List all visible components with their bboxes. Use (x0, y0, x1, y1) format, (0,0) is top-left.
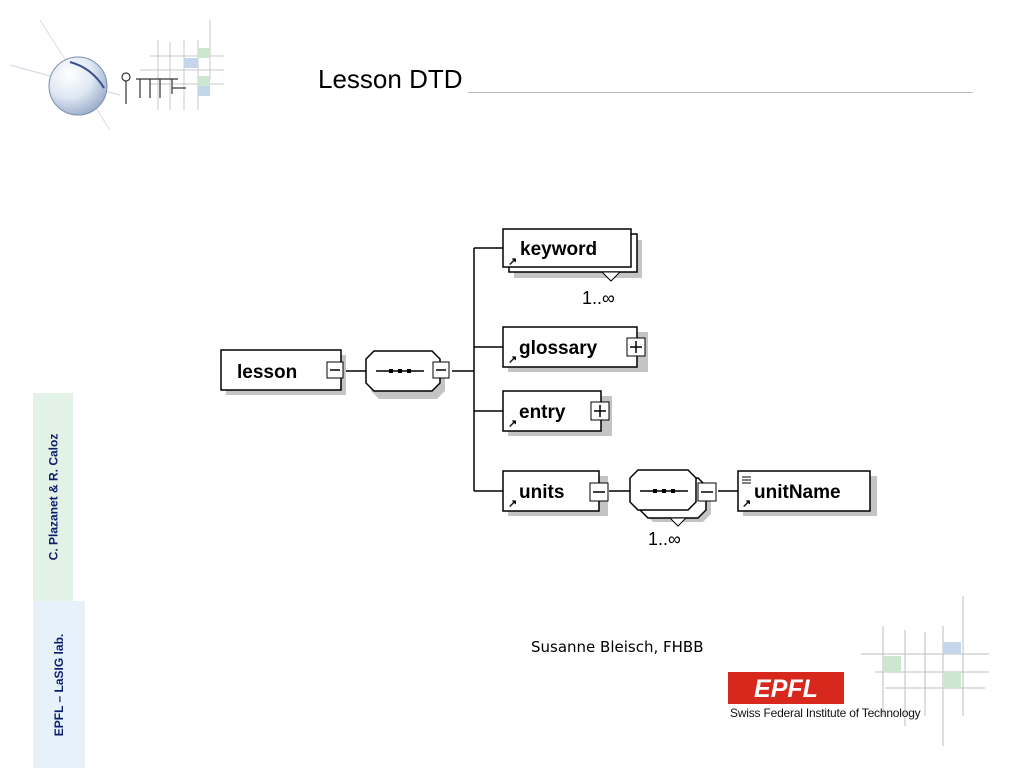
grid-decoration (140, 20, 224, 110)
header-decoration (9, 19, 224, 131)
connector-symbol (121, 72, 186, 104)
reference-arrow-icon: ↗ (508, 256, 517, 268)
node-keyword: keyword ↗ (502, 228, 642, 282)
globe-icon (9, 19, 121, 131)
collapse-icon[interactable] (432, 361, 450, 379)
text-content-icon (742, 476, 751, 484)
reference-arrow-icon: ↗ (742, 498, 751, 510)
page-title: Lesson DTD (318, 64, 463, 94)
collapse-icon[interactable] (326, 361, 344, 379)
node-units: units ↗ (502, 470, 609, 516)
side-band-authors: C. Plazanet & R. Caloz (33, 393, 73, 601)
sequence-compositor (365, 350, 450, 399)
node-unitname: unitName ↗ (737, 470, 877, 516)
node-entry: entry ↗ (502, 390, 612, 436)
node-glossary-label: glossary (519, 338, 598, 359)
node-keyword-label: keyword (520, 239, 597, 260)
collapse-icon[interactable] (589, 482, 609, 502)
expand-icon[interactable] (626, 337, 646, 357)
epfl-logo: EPFL (728, 672, 844, 704)
institute-name: Swiss Federal Institute of Technology (730, 706, 921, 720)
collapse-icon[interactable] (697, 482, 717, 502)
expand-icon[interactable] (590, 401, 610, 421)
node-glossary: glossary ↗ (502, 326, 648, 372)
reference-arrow-icon: ↗ (508, 418, 517, 430)
reference-arrow-icon: ↗ (508, 498, 517, 510)
dtd-diagram: lesson keyword ↗ 1..∞ glossary ↗ (220, 228, 877, 549)
node-lesson-label: lesson (237, 362, 297, 383)
footer-grid-decoration (861, 596, 989, 746)
units-cardinality: 1..∞ (648, 529, 681, 549)
node-unitname-label: unitName (754, 482, 841, 503)
title-underline (468, 92, 973, 93)
node-entry-label: entry (519, 402, 566, 423)
svg-text:EPFL: EPFL (754, 675, 818, 703)
side-band-lab: EPFL – LaSIG lab. (33, 601, 85, 768)
footer-author: Susanne Bleisch, FHBB (531, 638, 704, 656)
nested-sequence-compositor (629, 469, 717, 527)
lab-label: EPFL – LaSIG lab. (52, 633, 67, 736)
node-units-label: units (519, 482, 564, 503)
connector-lines (346, 247, 738, 492)
keyword-cardinality: 1..∞ (582, 288, 615, 308)
reference-arrow-icon: ↗ (508, 354, 517, 366)
node-lesson: lesson (220, 349, 346, 395)
